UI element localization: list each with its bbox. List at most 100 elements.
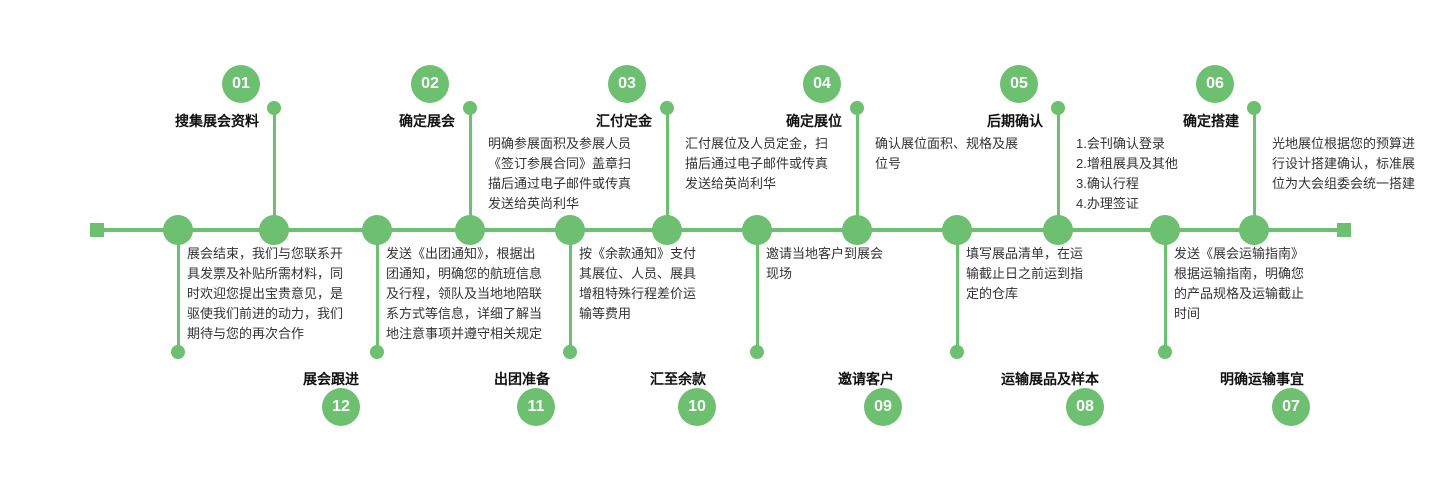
timeline-node [742,215,772,245]
step-number: 09 [864,388,902,426]
description-line: 位号 [875,156,902,171]
description-line: 2.增租展具及其他 [1076,156,1178,171]
step-description: 确认展位面积、规格及展位号 [875,134,1018,174]
timeline-node [1239,215,1269,245]
step-connector [756,230,759,352]
step-number: 12 [322,388,360,426]
description-line: 定的仓库 [966,286,1019,301]
step-number: 05 [1000,65,1038,103]
step-description: 填写展品清单，在运输截止日之前运到指定的仓库 [966,244,1083,304]
step-dot [463,101,477,115]
description-line: 填写展品清单，在运 [966,246,1084,261]
step-number: 11 [517,388,555,426]
description-line: 期待与您的再次合作 [187,326,305,341]
description-line: 发送给英尚利华 [685,176,777,191]
step-description: 汇付展位及人员定金，扫描后通过电子邮件或传真发送给英尚利华 [685,134,828,194]
step-connector [1057,108,1060,230]
description-line: 具发票及补贴所需材料，同 [187,266,344,281]
description-line: 按《余款通知》支付 [579,246,697,261]
step-connector [469,108,472,230]
step-number: 06 [1196,65,1234,103]
timeline-node [259,215,289,245]
step-dot [171,345,185,359]
step-dot [1158,345,1172,359]
description-line: 光地展位根据您的预算进 [1272,136,1416,151]
description-line: 明确参展面积及参展人员 [488,136,632,151]
description-line: 现场 [766,266,793,281]
step-dot [1051,101,1065,115]
step-description: 发送《出团通知》，根据出团通知，明确您的航班信息及行程，领队及当地地陪联系方式等… [386,244,542,344]
description-line: 3.确认行程 [1076,176,1139,191]
timeline-start-marker [90,223,104,237]
description-line: 4.办理签证 [1076,196,1139,211]
step-dot [850,101,864,115]
step-title: 汇付定金 [596,113,652,129]
step-connector [273,108,276,230]
step-dot [950,345,964,359]
description-line: 发送《出团通知》，根据出 [386,246,536,261]
step-number: 01 [222,65,260,103]
step-title: 汇至余款 [650,371,706,387]
step-description: 1.会刊确认登录 2.增租展具及其他 3.确认行程 4.办理签证 [1076,134,1178,214]
step-title: 出团准备 [494,371,550,387]
step-dot [370,345,384,359]
description-line: 汇付展位及人员定金，扫 [685,136,829,151]
description-line: 展会结束，我们与您联系开 [187,246,344,261]
step-description: 邀请当地客户到展会现场 [766,244,883,284]
step-connector [376,230,379,352]
description-line: 行设计搭建确认，标准展 [1272,156,1416,171]
description-line: 位为大会组委会统一搭建 [1272,176,1416,191]
description-line: 时欢迎您提出宝贵意见，是 [187,286,344,301]
step-title: 展会跟进 [303,371,359,387]
step-title: 搜集展会资料 [175,113,259,129]
step-connector [956,230,959,352]
step-connector [569,230,572,352]
timeline-node [455,215,485,245]
step-connector [177,230,180,352]
step-title: 确定展会 [399,113,455,129]
step-title: 确定展位 [786,113,842,129]
step-connector [1164,230,1167,352]
description-line: 描后通过电子邮件或传真 [488,176,632,191]
description-line: 根据运输指南，明确您 [1174,266,1305,281]
step-number: 10 [678,388,716,426]
description-line: 地注意事项并遵守相关规定 [386,326,543,341]
description-line: 驱使我们前进的动力，我们 [187,306,344,321]
description-line: 增租特殊行程差价运 [579,286,697,301]
timeline-node [362,215,392,245]
step-description: 明确参展面积及参展人员《签订参展合同》盖章扫描后通过电子邮件或传真发送给英尚利华 [488,134,631,214]
step-number: 07 [1272,388,1310,426]
step-title: 明确运输事宜 [1220,371,1304,387]
timeline-node [1150,215,1180,245]
description-line: 其展位、人员、展具 [579,266,697,281]
description-line: 的产品规格及运输截止 [1174,286,1305,301]
step-description: 展会结束，我们与您联系开具发票及补贴所需材料，同时欢迎您提出宝贵意见，是驱使我们… [187,244,343,344]
description-line: 1.会刊确认登录 [1076,136,1165,151]
step-connector [856,108,859,230]
description-line: 邀请当地客户到展会 [766,246,884,261]
step-title: 后期确认 [987,113,1043,129]
timeline-node [842,215,872,245]
step-title: 运输展品及样本 [1001,371,1099,387]
description-line: 系方式等信息，详细了解当 [386,306,543,321]
timeline-node [1043,215,1073,245]
timeline-axis [96,228,1344,232]
description-line: 《签订参展合同》盖章扫 [488,156,632,171]
step-description: 发送《展会运输指南》根据运输指南，明确您的产品规格及运输截止时间 [1174,244,1304,324]
timeline-node [942,215,972,245]
step-number: 08 [1066,388,1104,426]
description-line: 发送《展会运输指南》 [1174,246,1305,261]
description-line: 发送给英尚利华 [488,196,580,211]
timeline-node [652,215,682,245]
step-dot [660,101,674,115]
description-line: 描后通过电子邮件或传真 [685,156,829,171]
step-dot [267,101,281,115]
description-line: 团通知，明确您的航班信息 [386,266,543,281]
timeline-node [555,215,585,245]
step-number: 02 [411,65,449,103]
step-connector [1253,108,1256,230]
timeline-node [163,215,193,245]
step-number: 04 [803,65,841,103]
step-title: 确定搭建 [1183,113,1239,129]
